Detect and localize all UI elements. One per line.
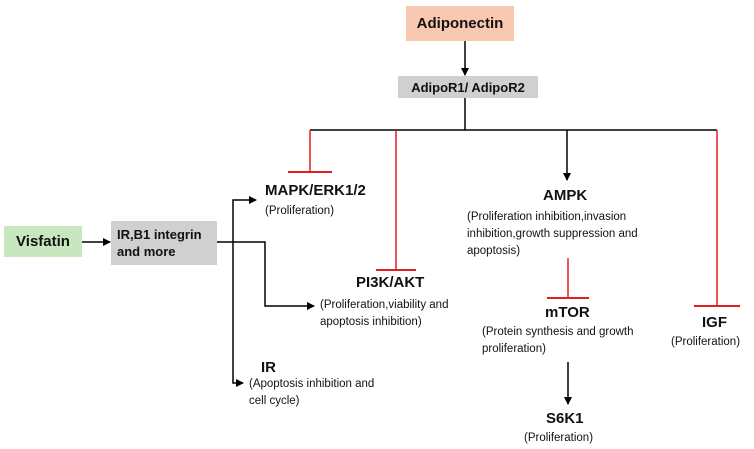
adipor-node: AdipoR1/ AdipoR2 [398,76,538,98]
ampk-title: AMPK [543,187,588,204]
igf-desc: (Proliferation) [671,336,741,348]
mapk-desc: (Proliferation) [265,205,335,217]
ampk-desc: (Proliferation inhibition,invasion inhib… [467,211,638,257]
visfatin-node: Visfatin [4,226,82,257]
pi3k-desc: (Proliferation,viability and apoptosis i… [320,299,449,328]
s6k1-desc: (Proliferation) [524,432,594,444]
mapk-title: MAPK/ERK1/2 [265,182,366,199]
s6k1-title: S6K1 [546,410,584,427]
igf-title: IGF [702,314,727,331]
adiponectin-node: Adiponectin [406,6,514,41]
arrow-to-ir [232,242,244,387]
arrow-to-mapk [232,196,257,242]
ir-integrin-node: IR,B1 integrin and more [111,221,217,265]
mtor-title: mTOR [545,304,590,321]
pi3k-title: PI3K/AKT [356,274,425,291]
arrow-to-pi3k [233,241,315,310]
ir-desc: (Apoptosis inhibition and cell cycle) [249,378,375,407]
ir-title: IR [261,359,276,376]
mtor-desc: (Protein synthesis and growth proliferat… [482,326,634,355]
